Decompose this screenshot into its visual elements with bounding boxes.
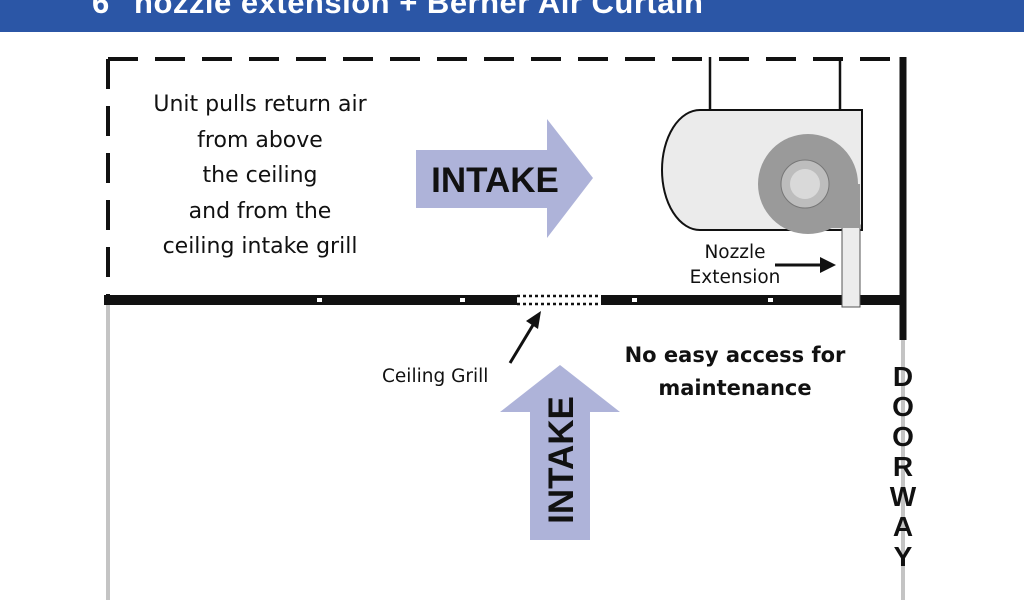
nozzle-extension-label: Nozzle Extension [670,240,800,290]
nozzle-pointer-arrow [775,257,836,273]
doorway-label: D O O R W A Y [886,362,920,572]
diagram-title: 6" nozzle extension + Berner Air Curtain [92,0,704,20]
description-line: the ceiling [202,163,318,188]
fan-scroll-icon [758,134,860,234]
description-line: ceiling intake grill [162,234,358,259]
description-line: from above [197,127,323,153]
intake-label-horizontal: INTAKE [431,161,559,200]
ceiling-line [104,295,906,305]
return-air-description: Unit pulls return air from above the cei… [110,87,410,265]
doorway-letter: O [892,421,914,452]
ceiling-grill-label: Ceiling Grill [382,366,489,387]
doorway-letter: O [892,391,914,422]
description-line: and from the [188,198,332,224]
access-note-line: No easy access for [624,343,846,367]
doorway-letter: W [889,481,917,512]
ceiling-grill [517,294,601,306]
intake-arrow-horizontal [416,119,593,238]
header-bar: 6" nozzle extension + Berner Air Curtain [0,0,1024,32]
doorway-letter: Y [893,541,913,572]
maintenance-access-note: No easy access for maintenance [600,339,870,405]
description-line: Unit pulls return air [153,92,367,117]
doorway-letter: A [892,511,914,542]
intake-label-vertical: INTAKE [542,396,581,524]
nozzle-extension [841,224,861,308]
grill-pointer-arrow [508,311,541,364]
access-note-line: maintenance [658,376,812,400]
doorway-letter: D [892,361,914,392]
nozzle-label-line: Extension [689,267,781,288]
intake-arrow-vertical [500,365,620,540]
nozzle-label-line: Nozzle [704,242,766,263]
doorway-letter: R [892,451,914,482]
